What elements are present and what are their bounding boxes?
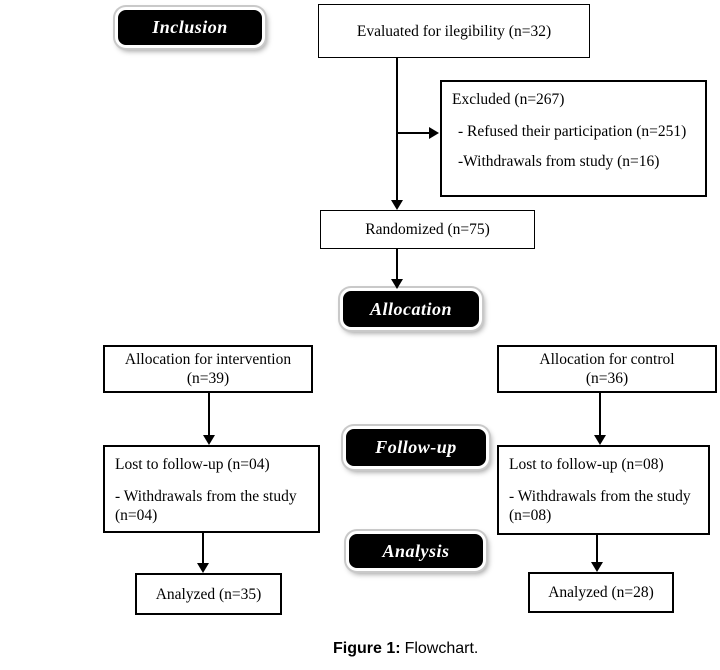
stage-label-allocation: Allocation [340, 288, 482, 330]
node-allocation-intervention-line1: Allocation for intervention [124, 351, 292, 368]
node-lost-control: Lost to follow-up (n=08) - Withdrawals f… [497, 445, 710, 535]
arrowhead-into-excluded [429, 127, 439, 139]
arrowhead-into-analyzed-intervention [197, 563, 209, 573]
node-excluded-item1: - Refused their participation (n=251) [458, 123, 687, 140]
node-lost-intervention-title: Lost to follow-up (n=04) [115, 456, 270, 473]
line-intervention-to-lost [208, 393, 210, 436]
stage-label-inclusion: Inclusion [115, 7, 265, 48]
node-lost-control-item: - Withdrawals from the study (n=08) [509, 488, 691, 524]
arrowhead-into-lost-control [594, 435, 606, 445]
arrowhead-into-analyzed-control [591, 562, 603, 572]
node-lost-intervention-item: - Withdrawals from the study (n=04) [115, 488, 297, 524]
node-lost-intervention: Lost to follow-up (n=04) - Withdrawals f… [103, 445, 320, 533]
node-lost-control-title: Lost to follow-up (n=08) [509, 456, 664, 473]
stage-label-analysis: Analysis [346, 531, 486, 571]
figure-caption-text: Flowchart. [404, 640, 479, 657]
node-analyzed-control: Analyzed (n=28) [528, 572, 674, 613]
node-evaluated: Evaluated for ilegibility (n=32) [318, 4, 590, 58]
line-lost-to-analyzed-control [596, 535, 598, 564]
node-allocation-control-line2: (n=36) [585, 370, 629, 387]
figure-caption-label: Figure 1: [333, 640, 401, 657]
node-excluded: Excluded (n=267) - Refused their partici… [440, 80, 707, 197]
node-allocation-control: Allocation for control (n=36) [497, 345, 717, 393]
node-analyzed-intervention: Analyzed (n=35) [135, 573, 282, 615]
arrowhead-into-lost-intervention [203, 435, 215, 445]
figure-caption: Figure 1:Flowchart. [333, 640, 478, 658]
line-evaluated-to-randomized [396, 58, 398, 202]
node-allocation-intervention-line2: (n=39) [186, 370, 230, 387]
node-randomized: Randomized (n=75) [320, 210, 535, 249]
node-analyzed-intervention-text: Analyzed (n=35) [155, 585, 262, 603]
node-randomized-text: Randomized (n=75) [365, 221, 490, 238]
node-allocation-intervention: Allocation for intervention (n=39) [103, 345, 313, 393]
arrowhead-into-randomized [391, 200, 403, 210]
node-analyzed-control-text: Analyzed (n=28) [548, 584, 654, 601]
line-control-to-lost [599, 393, 601, 436]
arrowhead-into-allocation [391, 279, 403, 289]
node-allocation-control-line1: Allocation for control [539, 351, 675, 368]
stage-label-followup: Follow-up [343, 426, 489, 469]
line-randomized-to-allocation [396, 249, 398, 280]
line-branch-to-excluded [397, 132, 430, 134]
line-lost-to-analyzed-intervention [202, 533, 204, 564]
node-excluded-title: Excluded (n=267) [452, 91, 565, 108]
node-evaluated-text: Evaluated for ilegibility (n=32) [356, 22, 552, 40]
node-excluded-item2: -Withdrawals from study (n=16) [458, 153, 660, 170]
